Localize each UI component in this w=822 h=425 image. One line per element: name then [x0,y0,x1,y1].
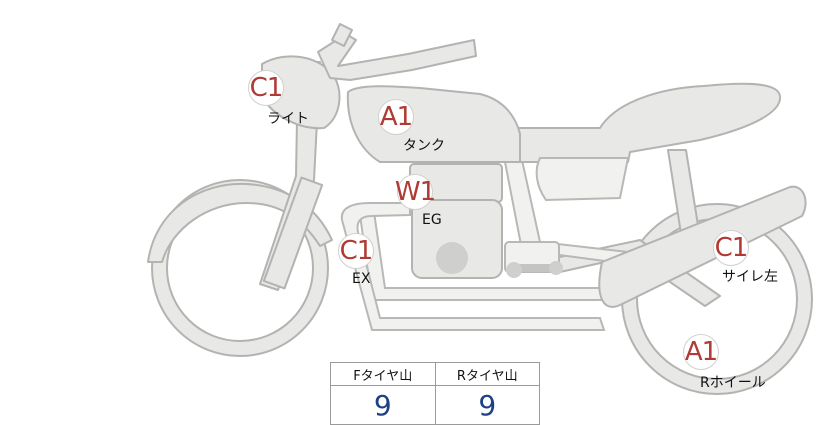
grade-badge-tank: A1 [378,99,414,135]
rear-tread-header: Rタイヤ山 [434,362,540,386]
part-label-tank: タンク [403,138,445,154]
side-cover-shape [535,157,630,202]
grade-badge-engine: W1 [395,174,436,210]
grade-badge-light: C1 [248,70,284,106]
part-label-light: ライト [267,111,309,127]
grade-badge-exhaust: C1 [338,233,374,269]
part-label-exhaust: EX [352,271,371,287]
front-tread-header: Fタイヤ山 [330,362,436,386]
part-label-engine: EG [422,212,442,228]
grade-badge-muffler-left: C1 [713,230,749,266]
rear-tread-value: 9 [434,385,540,425]
part-label-muffler-left: サイレ左 [722,269,778,285]
seat-shape [511,82,782,163]
part-label-rear-wheel: Rホイール [700,375,766,391]
tire-tread-table: Fタイヤ山 Rタイヤ山 9 9 [330,362,540,425]
engine-shape [409,163,563,279]
front-tread-value: 9 [330,385,436,425]
grade-badge-rear-wheel: A1 [683,334,719,370]
handlebar-shape [317,33,477,81]
muffler-shape [598,185,807,308]
